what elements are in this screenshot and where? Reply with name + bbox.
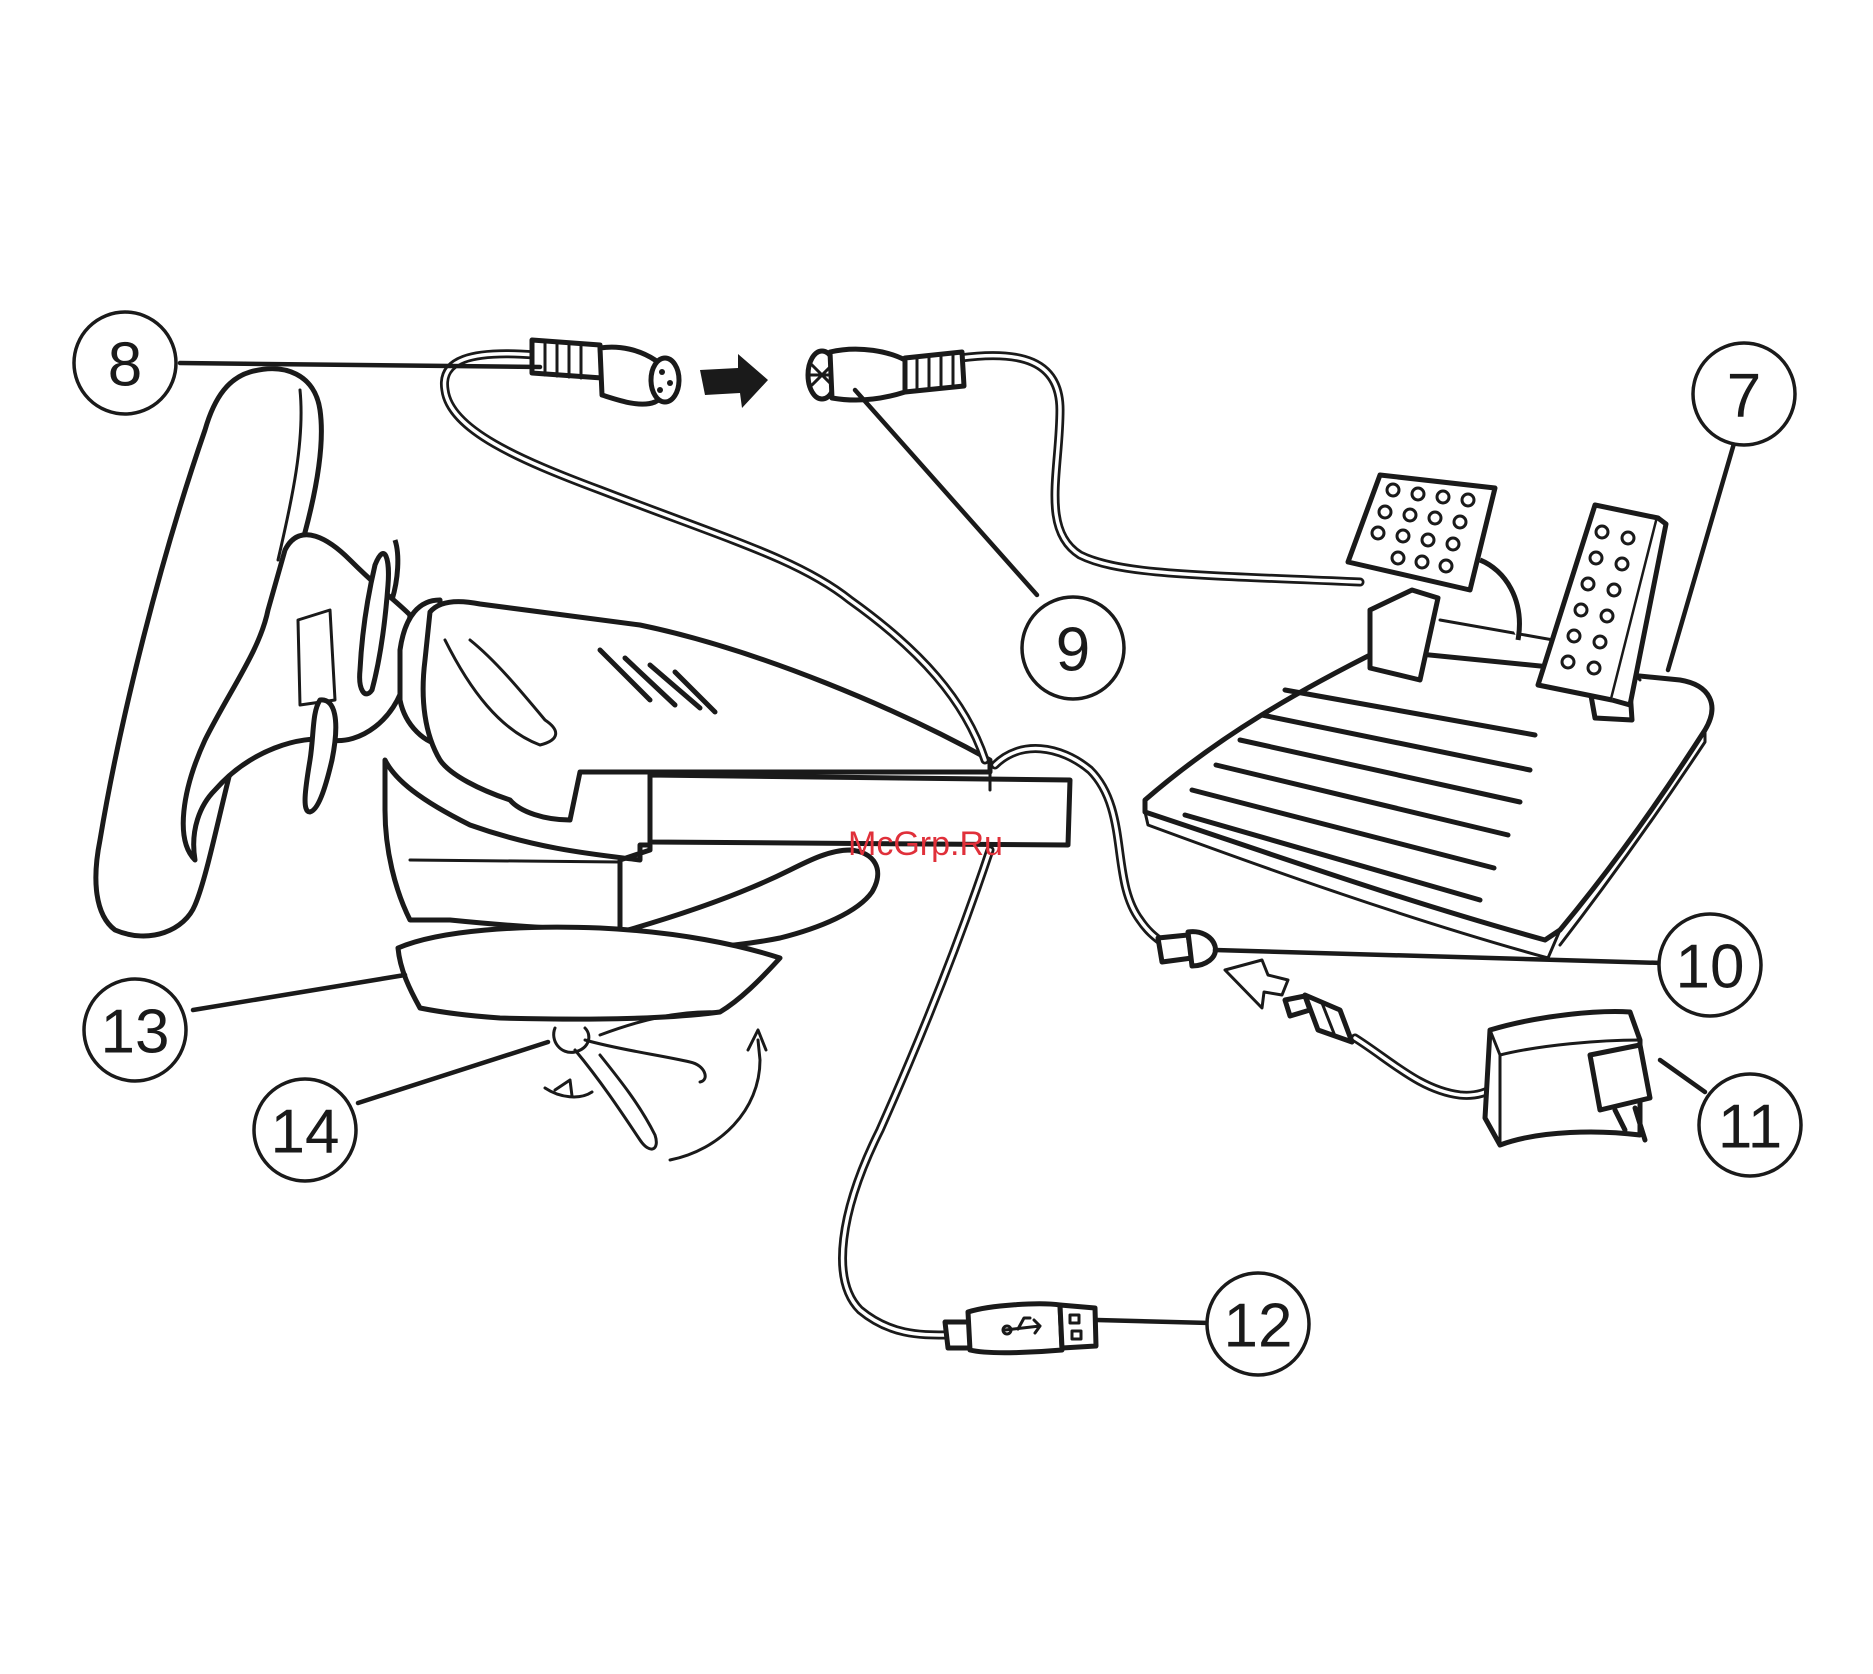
callout-label: 9 [1056, 616, 1090, 685]
connect-arrow [700, 354, 768, 408]
callout-12: 12 [1207, 1273, 1309, 1375]
power-jack [1158, 932, 1215, 966]
din-connector-female [808, 349, 964, 400]
callout-13: 13 [84, 979, 186, 1081]
insert-arrow [1225, 960, 1288, 1008]
callout-label: 12 [1224, 1292, 1293, 1361]
ac-adapter [1485, 1012, 1650, 1145]
callout-9: 9 [1022, 597, 1124, 699]
wheel-base [385, 600, 1070, 1160]
callout-label: 10 [1676, 933, 1745, 1002]
callout-label: 8 [108, 331, 142, 400]
pedal-set [1145, 475, 1712, 958]
callout-8: 8 [74, 312, 176, 414]
callout-11: 11 [1699, 1074, 1801, 1176]
usb-plug [945, 1304, 1096, 1353]
steering-wheel [96, 369, 410, 936]
power-plug [1285, 995, 1352, 1042]
watermark: McGrp.Ru [848, 825, 1003, 863]
callout-10: 10 [1659, 914, 1761, 1016]
callout-14: 14 [254, 1079, 356, 1181]
callout-label: 14 [271, 1098, 340, 1167]
din-connector-male [532, 340, 679, 404]
callout-label: 13 [101, 998, 170, 1067]
callout-label: 7 [1727, 362, 1761, 431]
callout-7: 7 [1693, 343, 1795, 445]
callout-label: 11 [1718, 1093, 1782, 1162]
